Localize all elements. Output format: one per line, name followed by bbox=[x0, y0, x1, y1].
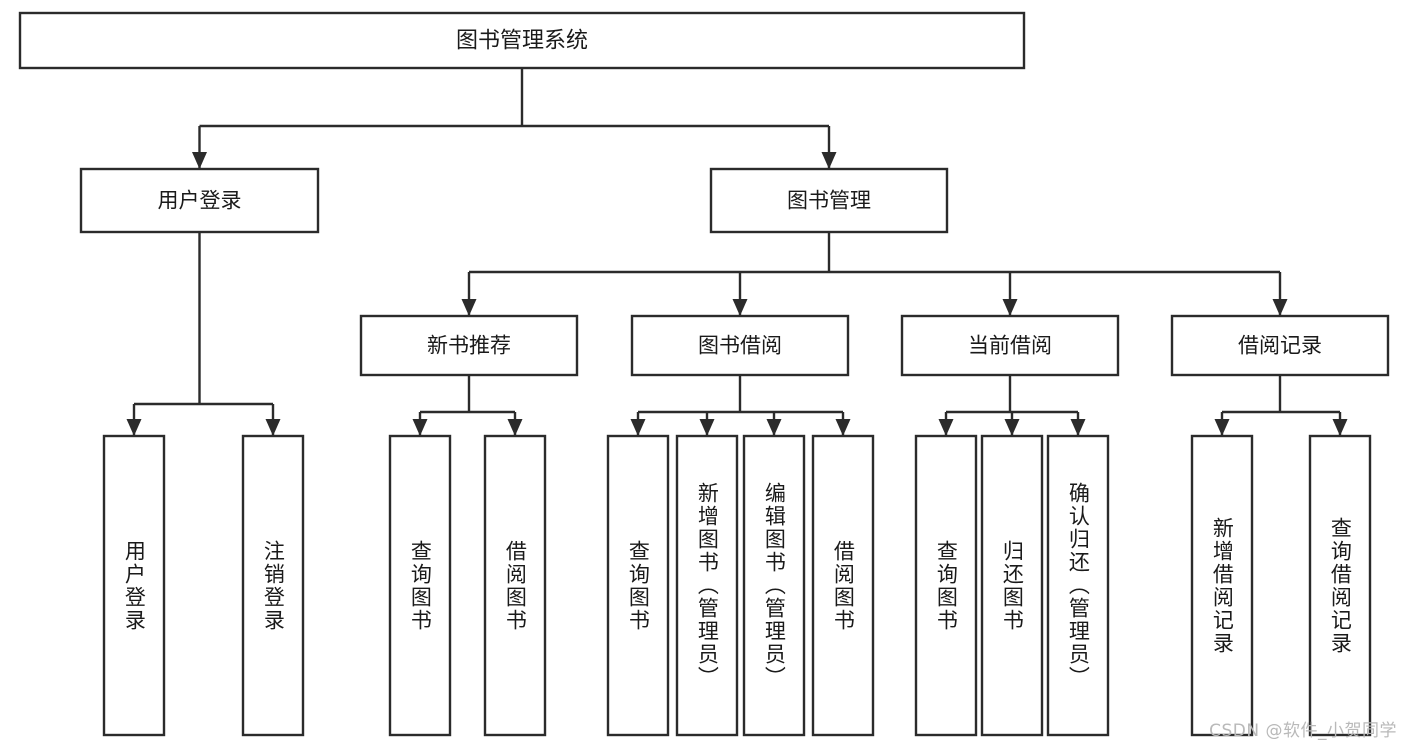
node-leaf-user-logout[interactable] bbox=[241, 434, 305, 737]
node-leaf-borrow-book[interactable] bbox=[811, 434, 875, 737]
connectors-layer bbox=[126, 68, 1348, 436]
arrow-head-leaf-query-book-borrow bbox=[630, 419, 646, 436]
arrow-head-book-manage bbox=[821, 152, 837, 169]
arrow-head-leaf-query-record bbox=[1332, 419, 1348, 436]
node-leaf-add-book[interactable] bbox=[675, 434, 739, 737]
arrow-head-new-book-recommend bbox=[461, 299, 477, 316]
arrow-head-leaf-add-record bbox=[1214, 419, 1230, 436]
node-leaf-return-book[interactable] bbox=[980, 434, 1044, 737]
node-current-borrow[interactable] bbox=[900, 314, 1120, 377]
watermark-text: CSDN @软件_小贺同学 bbox=[1209, 721, 1397, 741]
arrow-head-leaf-user-logout bbox=[265, 419, 281, 436]
arrow-head-borrow-record bbox=[1272, 299, 1288, 316]
arrow-head-user-login bbox=[192, 152, 207, 169]
label-book-borrow: 图书借阅 bbox=[698, 334, 782, 358]
node-leaf-query-book-rec[interactable] bbox=[388, 434, 452, 737]
node-book-manage[interactable] bbox=[709, 167, 949, 234]
node-borrow-record[interactable] bbox=[1170, 314, 1390, 377]
label-new-book-recommend: 新书推荐 bbox=[427, 334, 511, 358]
node-user-login[interactable] bbox=[79, 167, 320, 234]
arrow-head-leaf-query-book-rec bbox=[412, 419, 428, 436]
arrow-head-leaf-borrow-book-rec bbox=[507, 419, 523, 436]
node-leaf-edit-book[interactable] bbox=[742, 434, 806, 737]
node-leaf-confirm-return[interactable] bbox=[1046, 434, 1110, 737]
node-new-book-recommend[interactable] bbox=[359, 314, 579, 377]
label-current-borrow: 当前借阅 bbox=[968, 334, 1052, 358]
arrow-head-leaf-user-login bbox=[126, 419, 142, 436]
boxes-layer bbox=[18, 11, 1390, 737]
node-leaf-query-book-cur[interactable] bbox=[914, 434, 978, 737]
arrow-head-book-borrow bbox=[732, 299, 748, 316]
arrow-head-leaf-confirm-return bbox=[1070, 419, 1086, 436]
arrow-head-leaf-return-book bbox=[1004, 419, 1020, 436]
node-leaf-add-record[interactable] bbox=[1190, 434, 1254, 737]
arrow-head-leaf-query-book-cur bbox=[938, 419, 954, 436]
arrow-head-leaf-borrow-book bbox=[835, 419, 851, 436]
node-root[interactable] bbox=[18, 11, 1026, 70]
node-book-borrow[interactable] bbox=[630, 314, 850, 377]
node-leaf-user-login[interactable] bbox=[102, 434, 166, 737]
node-leaf-query-record[interactable] bbox=[1308, 434, 1372, 737]
label-user-login: 用户登录 bbox=[158, 189, 242, 213]
label-book-manage: 图书管理 bbox=[787, 189, 871, 213]
label-root: 图书管理系统 bbox=[456, 29, 588, 54]
arrow-head-current-borrow bbox=[1002, 299, 1018, 316]
node-leaf-query-book-borrow[interactable] bbox=[606, 434, 670, 737]
label-borrow-record: 借阅记录 bbox=[1238, 334, 1322, 358]
arrow-head-leaf-add-book bbox=[699, 419, 715, 436]
node-leaf-borrow-book-rec[interactable] bbox=[483, 434, 547, 737]
arrow-head-leaf-edit-book bbox=[766, 419, 782, 436]
